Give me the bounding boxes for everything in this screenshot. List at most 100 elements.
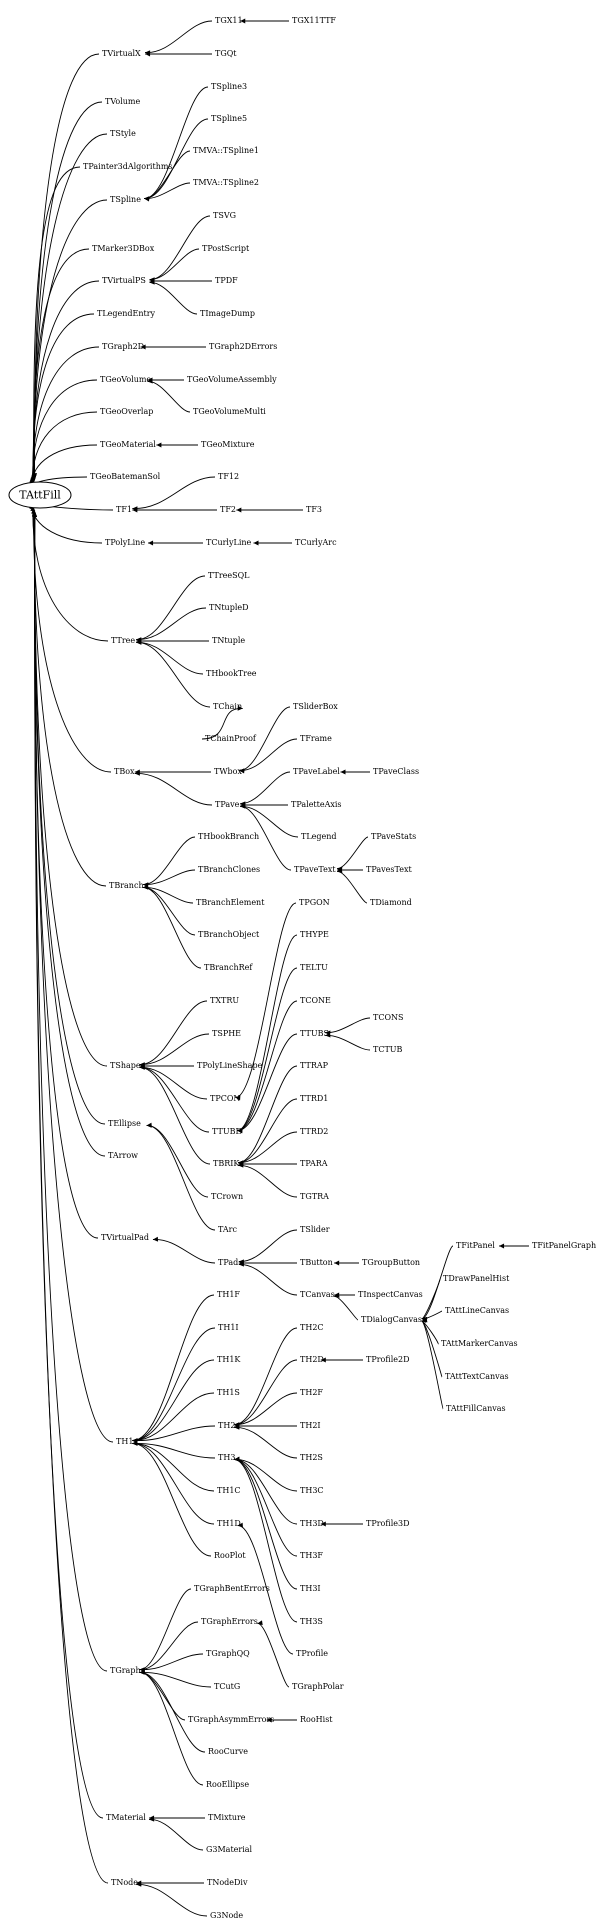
node-TChain[interactable]: TChain	[213, 702, 242, 711]
node-TGeoMixture[interactable]: TGeoMixture	[201, 440, 255, 449]
node-TBranchRef[interactable]: TBranchRef	[204, 963, 253, 972]
node-TH2C[interactable]: TH2C	[300, 1323, 324, 1332]
node-TGQt[interactable]: TGQt	[215, 49, 237, 58]
node-TH3C[interactable]: TH3C	[300, 1486, 324, 1495]
node-TTreeSQL[interactable]: TTreeSQL	[208, 571, 250, 580]
node-TGraphQQ[interactable]: TGraphQQ	[206, 1649, 250, 1658]
node-TGeoOverlap[interactable]: TGeoOverlap	[100, 407, 153, 416]
node-TDrawPanelHist[interactable]: TDrawPanelHist	[443, 1274, 510, 1283]
node-THbookTree[interactable]: THbookTree	[206, 669, 257, 678]
node-TSVG[interactable]: TSVG	[213, 211, 236, 220]
node-TTUBE[interactable]: TTUBE	[212, 1127, 241, 1136]
node-TF3[interactable]: TF3	[306, 505, 322, 514]
node-TMixture[interactable]: TMixture	[208, 1813, 246, 1822]
node-TMarker3DBox[interactable]: TMarker3DBox	[92, 244, 155, 253]
node-TH2D[interactable]: TH2D	[300, 1355, 324, 1364]
node-TGeoVolumeAssembly[interactable]: TGeoVolumeAssembly	[187, 375, 277, 384]
node-TCanvas[interactable]: TCanvas	[300, 1290, 335, 1299]
node-TSpline[interactable]: TSpline	[110, 195, 141, 204]
node-TBranchClones[interactable]: TBranchClones	[198, 865, 260, 874]
node-TPaveLabel[interactable]: TPaveLabel	[293, 767, 340, 776]
node-TPad[interactable]: TPad	[218, 1258, 238, 1267]
node-TPARA[interactable]: TPARA	[300, 1159, 328, 1168]
node-TGraphPolar[interactable]: TGraphPolar	[292, 1682, 344, 1691]
node-TStyle[interactable]: TStyle	[110, 129, 136, 138]
node-TShape[interactable]: TShape	[110, 1061, 141, 1070]
node-TH1S[interactable]: TH1S	[217, 1388, 240, 1397]
node-TAttLineCanvas[interactable]: TAttLineCanvas	[445, 1306, 509, 1315]
node-TBox[interactable]: TBox	[114, 767, 135, 776]
node-TTRD1[interactable]: TTRD1	[300, 1094, 328, 1103]
node-TFitPanelGraph[interactable]: TFitPanelGraph	[532, 1241, 596, 1250]
node-TPCON[interactable]: TPCON	[210, 1094, 240, 1103]
node-TGeoMaterial[interactable]: TGeoMaterial	[100, 440, 156, 449]
node-TFrame[interactable]: TFrame	[300, 734, 332, 743]
node-TDialogCanvas[interactable]: TDialogCanvas	[361, 1315, 422, 1324]
node-TGraph2D[interactable]: TGraph2D	[102, 342, 144, 351]
node-TLegendEntry[interactable]: TLegendEntry	[97, 309, 156, 318]
node-TMaterial[interactable]: TMaterial	[106, 1813, 146, 1822]
node-TXTRU[interactable]: TXTRU	[210, 996, 239, 1005]
node-TAttFill[interactable]: TAttFill	[8, 481, 72, 509]
node-TBranchObject[interactable]: TBranchObject	[198, 930, 260, 939]
node-TAttMarkerCanvas[interactable]: TAttMarkerCanvas	[441, 1339, 518, 1348]
node-TFitPanel[interactable]: TFitPanel	[456, 1241, 495, 1250]
node-TSlider[interactable]: TSlider	[300, 1225, 330, 1234]
node-TMVA_TSpline2[interactable]: TMVA::TSpline2	[193, 178, 259, 187]
node-TGX11TTF[interactable]: TGX11TTF	[292, 16, 336, 25]
node-TGeoVolume[interactable]: TGeoVolume	[100, 375, 151, 384]
node-TCutG[interactable]: TCutG	[214, 1682, 240, 1691]
node-TProfile[interactable]: TProfile	[296, 1649, 328, 1658]
node-TVolume[interactable]: TVolume	[105, 97, 140, 106]
node-TH1I[interactable]: TH1I	[218, 1323, 239, 1332]
node-TPolyLineShape[interactable]: TPolyLineShape	[197, 1061, 263, 1070]
node-TBranchElement[interactable]: TBranchElement	[196, 898, 265, 907]
node-G3Node[interactable]: G3Node	[210, 1911, 243, 1920]
node-TH1C[interactable]: TH1C	[217, 1486, 241, 1495]
node-TH3[interactable]: TH3	[218, 1453, 235, 1462]
node-RooPlot[interactable]: RooPlot	[214, 1551, 246, 1560]
node-TCTUB[interactable]: TCTUB	[373, 1045, 403, 1054]
node-TH3I[interactable]: TH3I	[300, 1584, 321, 1593]
node-TCrown[interactable]: TCrown	[211, 1192, 243, 1201]
node-TH1D[interactable]: TH1D	[217, 1519, 241, 1528]
node-TF12[interactable]: TF12	[218, 472, 239, 481]
node-TELTU[interactable]: TELTU	[300, 963, 328, 972]
node-TPaveStats[interactable]: TPaveStats	[371, 832, 416, 841]
node-G3Material[interactable]: G3Material	[206, 1845, 253, 1854]
node-TWbox[interactable]: TWbox	[214, 767, 242, 776]
node-TH3S[interactable]: TH3S	[300, 1617, 323, 1626]
node-TCONS[interactable]: TCONS	[373, 1013, 404, 1022]
node-TPaveClass[interactable]: TPaveClass	[373, 767, 419, 776]
node-TTree[interactable]: TTree	[111, 636, 135, 645]
node-TGeoBatemanSol[interactable]: TGeoBatemanSol	[90, 472, 161, 481]
node-TSpline5[interactable]: TSpline5	[211, 114, 247, 123]
node-TCurlyArc[interactable]: TCurlyArc	[295, 538, 337, 547]
node-TChainProof[interactable]: TChainProof	[205, 734, 257, 743]
node-TPolyLine[interactable]: TPolyLine	[105, 538, 145, 547]
node-TArc[interactable]: TArc	[218, 1225, 238, 1234]
node-TH1K[interactable]: TH1K	[217, 1355, 241, 1364]
node-TGX11[interactable]: TGX11	[215, 16, 243, 25]
node-TPDF[interactable]: TPDF	[215, 276, 238, 285]
node-TF1[interactable]: TF1	[116, 505, 132, 514]
node-TPostScript[interactable]: TPostScript	[202, 244, 250, 253]
node-TInspectCanvas[interactable]: TInspectCanvas	[358, 1290, 423, 1299]
node-RooCurve[interactable]: RooCurve	[208, 1747, 248, 1756]
node-TTUBS[interactable]: TTUBS	[300, 1029, 329, 1038]
node-TH2I[interactable]: TH2I	[300, 1421, 321, 1430]
node-TCurlyLine[interactable]: TCurlyLine	[206, 538, 252, 547]
node-TGraphAsymmErrors[interactable]: TGraphAsymmErrors	[188, 1715, 274, 1724]
node-TPave[interactable]: TPave	[215, 800, 240, 809]
node-TVirtualX[interactable]: TVirtualX	[102, 49, 141, 58]
node-TPaveText[interactable]: TPaveText	[294, 865, 336, 874]
node-TF2[interactable]: TF2	[220, 505, 236, 514]
node-TH2F[interactable]: TH2F	[300, 1388, 323, 1397]
node-TAttFillCanvas[interactable]: TAttFillCanvas	[446, 1404, 506, 1413]
node-TProfile2D[interactable]: TProfile2D	[366, 1355, 410, 1364]
node-TArrow[interactable]: TArrow	[108, 1151, 138, 1160]
node-TH1[interactable]: TH1	[116, 1437, 133, 1446]
node-TPaletteAxis[interactable]: TPaletteAxis	[291, 800, 342, 809]
node-TPainter3dAlgorithms[interactable]: TPainter3dAlgorithms	[83, 162, 173, 171]
node-TGTRA[interactable]: TGTRA	[300, 1192, 329, 1201]
